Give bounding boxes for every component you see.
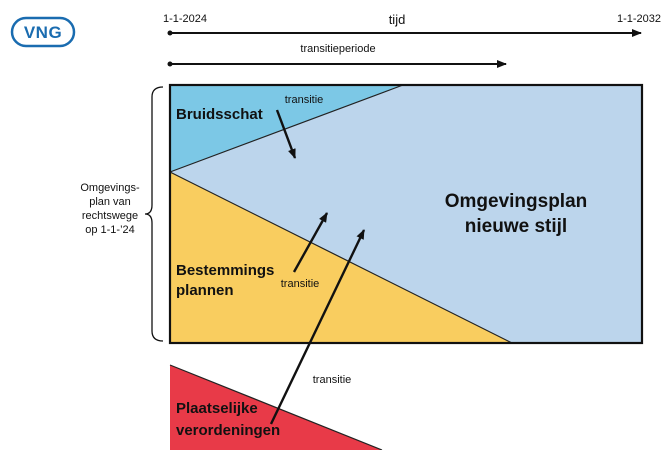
bracket-label-line2: plan van [89, 196, 131, 208]
transition-period-label: transitieperiode [300, 43, 375, 55]
verordeningen-block: Plaatselijke verordeningen [169, 364, 383, 450]
axis-start-label: 1-1-2024 [163, 13, 207, 25]
divider-bruidsschat [169, 84, 404, 173]
time-axis: 1-1-2024 1-1-2032 tijd [163, 12, 661, 37]
axis-title: tijd [389, 12, 406, 27]
transition-period: transitieperiode [167, 43, 507, 68]
logo-outline [10, 16, 76, 48]
bracket-label-line1: Omgevings- [80, 182, 140, 194]
label-omgevingsplan-line1: Omgevingsplan [445, 191, 588, 212]
logo-text: VNG [24, 23, 62, 42]
transitie-label-middle: transitie [281, 278, 320, 290]
plan-box [168, 83, 644, 345]
bracket-shape [144, 86, 164, 342]
arrow-bestemmingsplannen [292, 212, 329, 273]
label-bestemmings-line1: Bestemmings [176, 262, 274, 279]
bracket-label-line4: op 1-1-’24 [85, 224, 135, 236]
arrow-verordeningen [269, 229, 366, 425]
arrow-bruidsschat [275, 109, 297, 159]
label-verordeningen-line2: verordeningen [176, 422, 280, 439]
transition-arrows: transitie transitie transitie [269, 94, 366, 425]
vng-logo: VNG [10, 16, 76, 48]
plan-box-border [168, 83, 644, 345]
divider-bestemmingsplannen [169, 171, 513, 344]
label-bruidsschat: Bruidsschat [176, 106, 263, 123]
transition-period-origin [167, 61, 173, 67]
bracket-label-line3: rechtswege [82, 210, 138, 222]
divider-verordeningen [169, 364, 383, 450]
left-bracket: Omgevings- plan van rechtswege op 1-1-’2… [80, 86, 164, 342]
transitie-label-bottom: transitie [313, 374, 352, 386]
axis-end-label: 1-1-2032 [617, 13, 661, 25]
time-arrow-origin [167, 30, 173, 36]
label-verordeningen-line1: Plaatselijke [176, 400, 258, 417]
label-bestemmings-line2: plannen [176, 282, 234, 299]
transitie-label-top: transitie [285, 94, 324, 106]
label-omgevingsplan-line2: nieuwe stijl [465, 216, 567, 237]
